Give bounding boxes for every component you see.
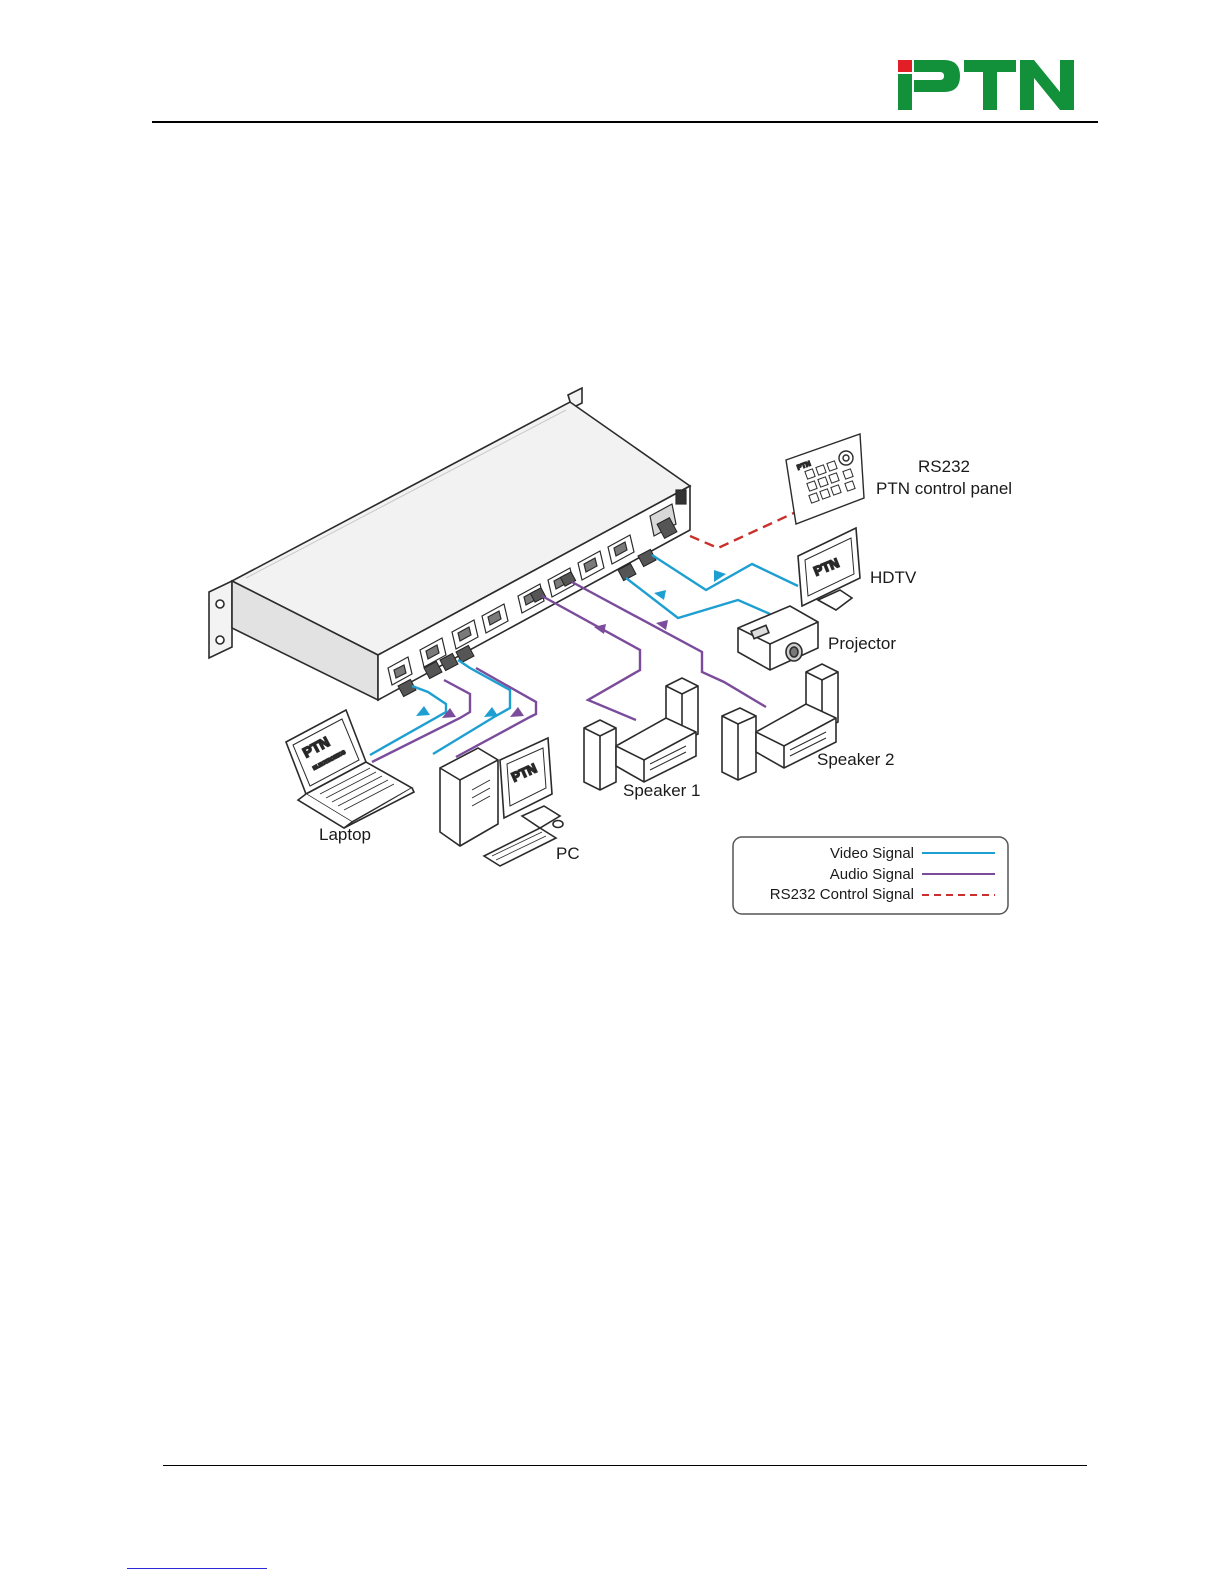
hdtv: PTN (798, 528, 860, 610)
label-laptop: Laptop (319, 825, 371, 844)
laptop: PTN ELECTRONICS (286, 710, 414, 828)
label-speaker-1: Speaker 1 (623, 781, 701, 800)
legend-label-audio: Audio Signal (830, 866, 914, 883)
legend: Video Signal Audio Signal RS232 Control … (733, 837, 1008, 914)
video-cable-pc (433, 660, 510, 754)
arrow-audio-pc (510, 707, 524, 717)
arrow-video-pc (484, 707, 498, 717)
projector (738, 606, 818, 670)
legend-label-rs232: RS232 Control Signal (770, 886, 914, 903)
label-ptn-control-panel: PTN control panel (876, 479, 1012, 498)
rack-ear-left (209, 581, 232, 658)
power-switch (676, 490, 686, 504)
footer-link-underline[interactable] (127, 1568, 267, 1569)
rs232-control-panel: PTN (786, 434, 864, 524)
label-hdtv: HDTV (870, 568, 917, 587)
arrow-video-laptop (416, 706, 430, 716)
rs232-cable (690, 512, 796, 548)
speaker-1 (584, 678, 698, 790)
pc: PTN (440, 738, 563, 866)
footer-rule (163, 1465, 1087, 1466)
audio-cable-speaker1 (542, 596, 640, 720)
label-pc: PC (556, 844, 580, 863)
label-projector: Projector (828, 634, 896, 653)
legend-label-video: Video Signal (830, 845, 914, 862)
label-speaker-2: Speaker 2 (817, 750, 895, 769)
arrow-video-projector (654, 590, 666, 600)
video-cable-hdtv (652, 555, 798, 590)
label-rs232: RS232 (918, 457, 970, 476)
